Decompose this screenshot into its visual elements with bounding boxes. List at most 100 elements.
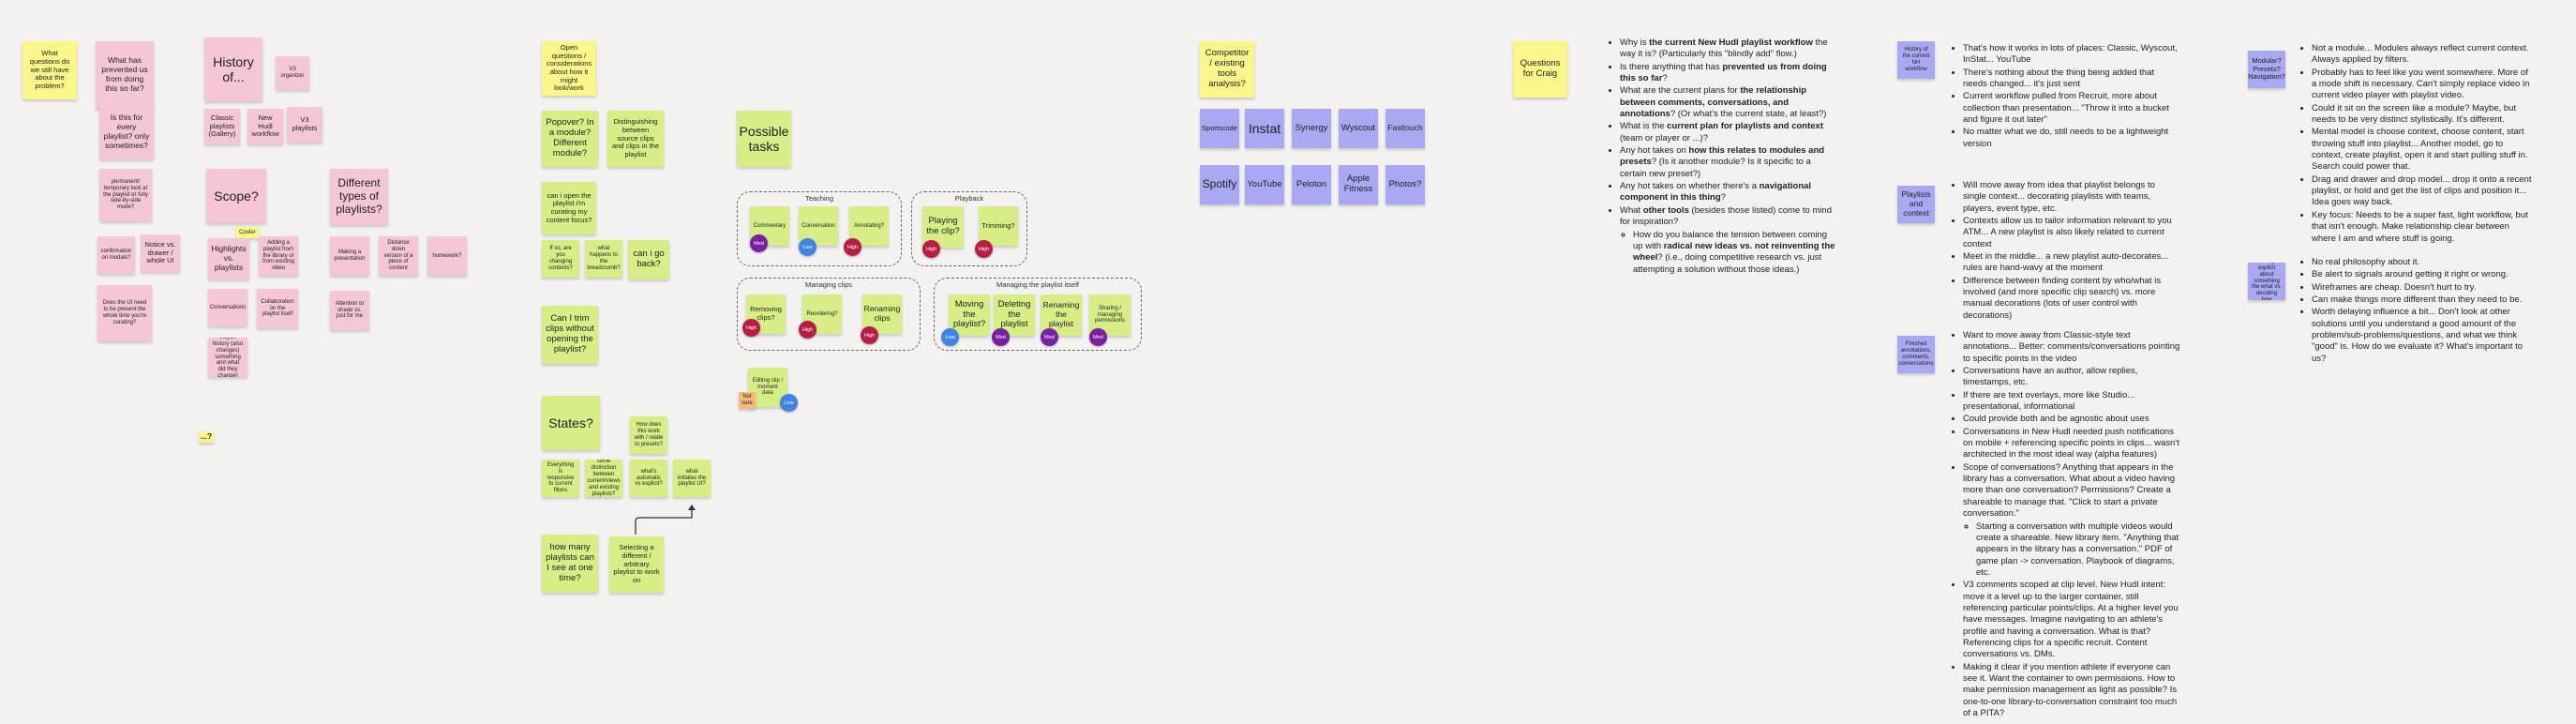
note-what-prevented[interactable]: What has prevented us from doing this so… bbox=[96, 41, 154, 109]
note-what-questions[interactable]: What questions do we still have about th… bbox=[22, 41, 77, 99]
annotation-bullet: Making it clear if you mention athlete i… bbox=[1963, 662, 2180, 720]
note-confirmation[interactable]: confirmation on modals? bbox=[97, 236, 135, 274]
tool-card[interactable]: Synergy bbox=[1292, 109, 1331, 148]
note-history-of[interactable]: History of... bbox=[204, 38, 262, 101]
explicit-bullet: Worth delaying influence a bit... Don't … bbox=[2312, 307, 2535, 365]
craig-questions-list: Why is the current New Hudl playlist wor… bbox=[1609, 38, 1837, 277]
question-text: the way it is? (Particularly this "blind… bbox=[1620, 38, 1828, 60]
tool-card[interactable]: Spotify bbox=[1200, 165, 1239, 204]
frame-managing-playlist: Managing the playlist itself bbox=[934, 278, 1142, 351]
note-modular-presets[interactable]: Modular? Presets? Navigation? bbox=[2248, 51, 2285, 88]
note-conversations[interactable]: Conversations bbox=[208, 289, 247, 326]
tool-card[interactable]: Wyscout bbox=[1339, 109, 1378, 148]
priority-dot-med: Med bbox=[1041, 328, 1058, 346]
note-being-explicit[interactable]: Being explicit about something the what … bbox=[2248, 263, 2285, 300]
note-if-so-changing[interactable]: If so, are you changing contexts? bbox=[542, 240, 579, 278]
note-selecting-different[interactable]: Selecting a different / arbitrary playli… bbox=[609, 536, 664, 593]
note-scope[interactable]: Scope? bbox=[206, 169, 266, 223]
priority-dot-high: High bbox=[844, 238, 861, 256]
note-what-initiates[interactable]: what initiates the playlist UI? bbox=[673, 460, 711, 497]
note-v3-organizer[interactable]: V3 organizer bbox=[276, 56, 309, 90]
craig-question-item: Why is the current New Hudl playlist wor… bbox=[1620, 38, 1837, 61]
history-bullet: No matter what we do, still needs to be … bbox=[1963, 127, 2180, 150]
frame-teaching: Teaching bbox=[737, 191, 902, 266]
note-how-does-this-work[interactable]: How does this work with / relate to pres… bbox=[630, 416, 667, 454]
note-highlights-vs[interactable]: Highlights vs. playlists bbox=[208, 238, 249, 279]
priority-dot-low: Low bbox=[941, 328, 959, 346]
note-open-questions[interactable]: Open questions / considerations about ho… bbox=[542, 41, 596, 96]
note-some-distinction[interactable]: some distinction between current/views a… bbox=[585, 460, 622, 497]
module-bullet: Drag and drawer and drop model... drop i… bbox=[2312, 174, 2535, 209]
note-v3-playlists[interactable]: V3 playlists bbox=[287, 107, 322, 143]
tool-card[interactable]: Photos? bbox=[1385, 165, 1425, 204]
module-bullet: Could it sit on the screen like a module… bbox=[2312, 103, 2535, 127]
note-questions-craig[interactable]: Questions for Craig bbox=[1513, 41, 1567, 98]
history-bullet: There's nothing about the thing being ad… bbox=[1963, 68, 2180, 91]
note-finished-annotations[interactable]: Finished annotations, comments, conversa… bbox=[1897, 336, 1935, 373]
note-new-hudl-workflow[interactable]: New Hudl workflow bbox=[247, 109, 283, 144]
explicit-bullet: Wireframes are cheap. Doesn't hurt to tr… bbox=[2312, 282, 2535, 294]
note-notice-drawer[interactable]: Notice vs. drawer / whole UI bbox=[141, 234, 180, 272]
frame-title: Playback bbox=[954, 194, 984, 203]
note-permanent[interactable]: permanent/ temporary look at the playlis… bbox=[99, 169, 152, 221]
note-what-happens[interactable]: what happens to the breadcrumb? bbox=[585, 240, 622, 278]
priority-dot-med: Med bbox=[1089, 328, 1107, 346]
question-emphasis: current plan for playlists and context bbox=[1667, 121, 1823, 132]
tool-card[interactable]: Peloton bbox=[1292, 165, 1331, 204]
craig-question-item: What other tools (besides those listed) … bbox=[1620, 205, 1837, 229]
module-bullet: Key focus: Needs to be a super fast, lig… bbox=[2312, 210, 2535, 245]
craig-question-item: Any hot takes on how this relates to mod… bbox=[1620, 145, 1837, 180]
note-popover[interactable]: Popover? In a module? Different module? bbox=[542, 111, 598, 167]
note-moving-playlist[interactable]: Moving the playlist? bbox=[949, 294, 990, 336]
note-does-ui-need[interactable]: Does the UI need to be present the whole… bbox=[97, 285, 152, 341]
note-attention-to[interactable]: Attention to shade vs. just for me bbox=[330, 291, 369, 330]
note-competitor[interactable]: Competitor / existing tools analysis? bbox=[1200, 41, 1254, 98]
question-text: Any hot takes on whether there's a bbox=[1620, 181, 1760, 192]
tool-card[interactable]: Instat bbox=[1245, 109, 1284, 148]
tool-card[interactable]: Sportscode bbox=[1200, 109, 1239, 148]
note-question-mark[interactable]: ...? bbox=[199, 431, 214, 443]
annotation-bullet: Conversations in New Hudl needed push no… bbox=[1963, 427, 2180, 461]
tool-card[interactable]: Apple Fitness bbox=[1339, 165, 1378, 204]
note-making-presentation[interactable]: Making a presentation bbox=[330, 236, 369, 276]
note-renaming-clips[interactable]: Renaming clips bbox=[862, 294, 902, 334]
frame-playback: Playback bbox=[911, 191, 1027, 266]
question-text: ? (Or what's the current state, at least… bbox=[1670, 109, 1827, 120]
question-text: How do you balance the tension between c… bbox=[1633, 229, 1828, 251]
priority-dot-low: Low bbox=[780, 394, 798, 412]
note-everything-responsive[interactable]: Everything is responsive to current filt… bbox=[542, 460, 579, 497]
note-playlists-context[interactable]: Playlists and context bbox=[1897, 186, 1935, 223]
note-different-types[interactable]: Different types of playlists? bbox=[330, 169, 388, 225]
context-bullet: Will move away from idea that playlist b… bbox=[1963, 180, 2180, 215]
craig-subquestion-item: How do you balance the tension between c… bbox=[1633, 230, 1837, 276]
note-how-many[interactable]: how many playlists can I see at one time… bbox=[542, 535, 598, 593]
priority-dot-high: High bbox=[799, 321, 816, 339]
question-emphasis: prevented us from doing this so far bbox=[1620, 61, 1827, 84]
note-collaboration[interactable]: Collaboration on the playlist itself bbox=[257, 289, 298, 328]
note-not-sure[interactable]: Not sure bbox=[739, 392, 756, 409]
note-homework[interactable]: homework? bbox=[427, 236, 467, 276]
note-whats-automatic[interactable]: what's automatic vs explicit? bbox=[630, 460, 667, 497]
history-bullet: Current workflow pulled from Recruit, mo… bbox=[1963, 91, 2180, 126]
note-distinguishing[interactable]: Distinguishing between source clips and … bbox=[607, 111, 664, 167]
note-states[interactable]: States? bbox=[542, 396, 600, 450]
note-adding-playlist[interactable]: Adding a playlist from the library or fr… bbox=[259, 236, 298, 276]
tool-card[interactable]: Fasttouch bbox=[1385, 109, 1425, 148]
note-every-playlist[interactable]: Is this for every playlist? only sometim… bbox=[99, 105, 154, 159]
explicit-bullet: Be alert to signals around getting it ri… bbox=[2312, 269, 2535, 280]
tool-card[interactable]: YouTube bbox=[1245, 165, 1284, 204]
annotation-bullet: Could provide both and be agnostic about… bbox=[1963, 414, 2180, 425]
explicit-bullets: No real philosophy about it.Be alert to … bbox=[2300, 257, 2535, 366]
note-can-i-open[interactable]: can i open the playlist i'm curating my … bbox=[542, 182, 596, 234]
note-history-current[interactable]: History of the current NH workflow bbox=[1897, 41, 1935, 79]
note-distance-down[interactable]: Distance down version of a piece of cont… bbox=[379, 236, 418, 276]
note-can-i-trim[interactable]: Can I trim clips without opening the pla… bbox=[542, 306, 598, 364]
note-playing-clip[interactable]: Playing the clip? bbox=[922, 206, 964, 248]
explicit-bullet: Can make things more different than they… bbox=[2312, 294, 2535, 306]
note-classic-playlists[interactable]: Classic playlists (Gallery) bbox=[204, 109, 240, 144]
note-can-i-go-back[interactable]: can i go back? bbox=[628, 240, 669, 279]
note-maybe-history[interactable]: Maybe history (also changes) something a… bbox=[208, 338, 247, 377]
note-possible-tasks[interactable]: Possible tasks bbox=[737, 111, 791, 167]
note-trimming[interactable]: Trimming? bbox=[979, 206, 1018, 246]
frame-managing-clips: Managing clips bbox=[737, 278, 921, 351]
